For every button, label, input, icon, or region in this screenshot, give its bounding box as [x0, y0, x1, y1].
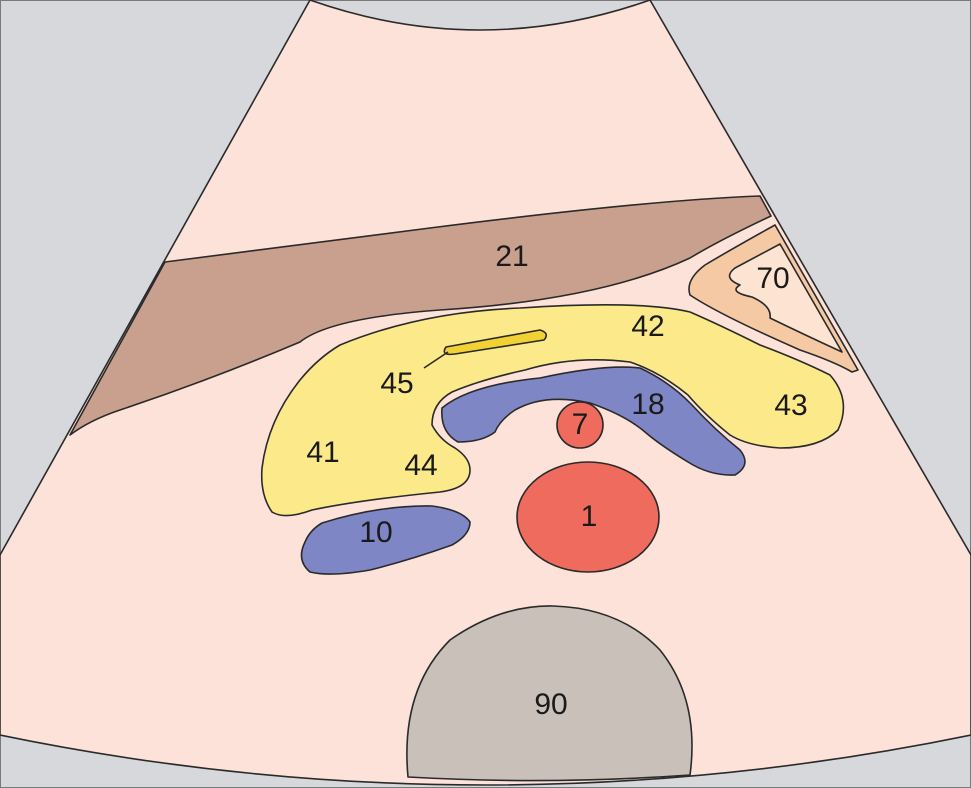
label-sma: 7	[572, 408, 589, 441]
label-pancreas-tail: 43	[774, 389, 807, 422]
label-bowel: 70	[756, 262, 789, 295]
label-muscle: 21	[495, 240, 528, 273]
label-uncinate: 44	[404, 449, 437, 482]
vertebra	[406, 605, 693, 782]
sma	[556, 401, 604, 449]
pancreatic-duct	[443, 329, 548, 356]
ivc	[300, 505, 471, 575]
bowel-inner	[728, 243, 843, 353]
aorta	[516, 461, 660, 573]
label-ivc: 10	[359, 516, 392, 549]
label-pancreas-body: 42	[631, 310, 664, 343]
label-vertebra: 90	[534, 688, 567, 721]
label-aorta: 1	[581, 500, 598, 533]
label-pancreas-head: 41	[306, 436, 339, 469]
muscle-band	[69, 195, 772, 436]
splenic-vein	[441, 366, 746, 476]
label-splenic-vein: 18	[631, 388, 664, 421]
label-duct: 45	[380, 367, 413, 400]
pancreas	[260, 304, 845, 517]
duct-leader	[423, 351, 449, 369]
